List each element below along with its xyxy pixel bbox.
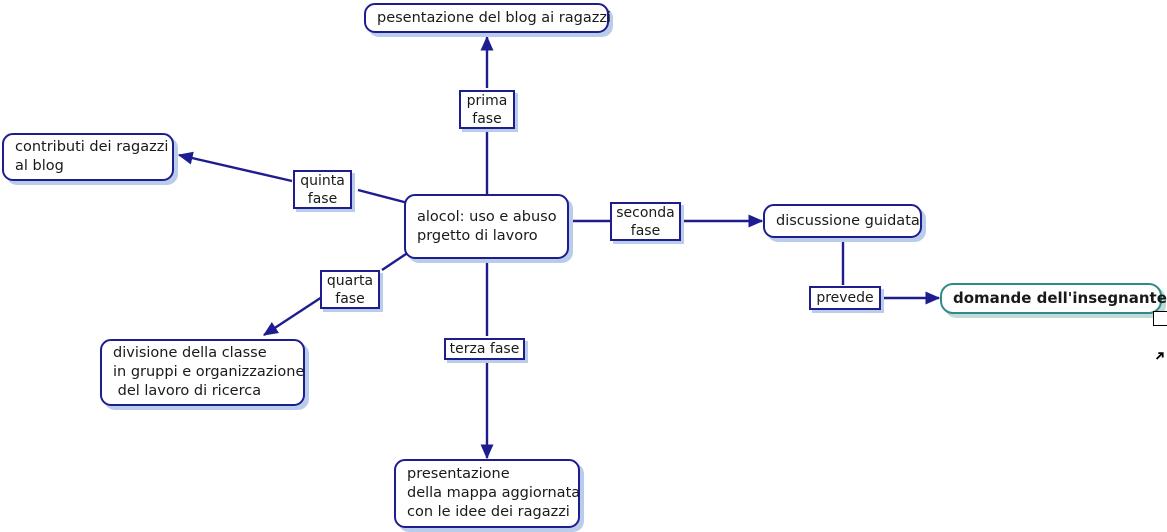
link-label-text: quarta fase [326, 272, 374, 307]
link-label-text: seconda fase [616, 204, 675, 239]
external-link-arrow-icon[interactable] [1153, 311, 1167, 360]
node-discussione-guidata[interactable]: discussione guidata [763, 204, 922, 238]
node-label: discussione guidata [776, 212, 920, 229]
node-label: presentazione della mappa aggiornata con… [407, 466, 581, 520]
link-label-text: quinta fase [300, 172, 345, 207]
node-alcol-uso-e-abuso-progetto[interactable]: alocol: uso e abuso prgetto di lavoro [404, 194, 569, 259]
node-label: pesentazione del blog ai ragazzi [377, 9, 611, 26]
node-label: alocol: uso e abuso prgetto di lavoro [417, 208, 557, 244]
link-label-prevede[interactable]: prevede [809, 286, 881, 310]
node-pesentazione-del-blog[interactable]: pesentazione del blog ai ragazzi [364, 3, 611, 33]
link-label-text: prima fase [466, 92, 508, 127]
node-domande-dell-insegnante[interactable]: domande dell'insegnante [940, 283, 1167, 360]
node-presentazione-della-mappa[interactable]: presentazione della mappa aggiornata con… [394, 459, 580, 528]
node-contributi-dei-ragazzi[interactable]: contributi dei ragazzi al blog [2, 133, 174, 181]
link-label-text: terza fase [449, 341, 520, 357]
node-label: domande dell'insegnante [953, 289, 1167, 307]
link-label-text: prevede [816, 290, 874, 306]
link-label-quinta-fase[interactable]: quinta fase [293, 170, 352, 209]
node-label: divisione della classe in gruppi e organ… [113, 345, 305, 399]
link-label-seconda-fase[interactable]: seconda fase [610, 202, 681, 241]
link-label-quarta-fase[interactable]: quarta fase [320, 270, 380, 309]
node-divisione-della-classe[interactable]: divisione della classe in gruppi e organ… [100, 339, 305, 406]
link-label-prima-fase[interactable]: prima fase [459, 90, 515, 129]
link-label-terza-fase[interactable]: terza fase [444, 338, 525, 360]
node-label: contributi dei ragazzi al blog [15, 139, 169, 174]
